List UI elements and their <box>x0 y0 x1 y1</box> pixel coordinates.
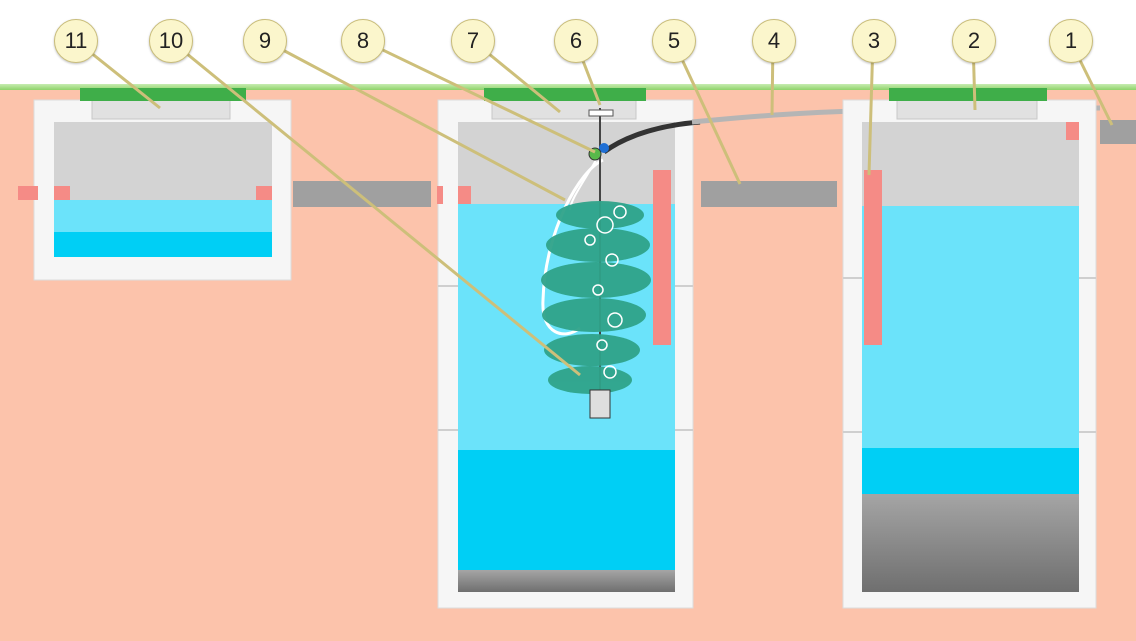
callout-6: 6 <box>554 19 598 63</box>
callout-7: 7 <box>451 19 495 63</box>
callout-10: 10 <box>149 19 193 63</box>
overflow-pipe-left <box>293 181 431 207</box>
callout-9: 9 <box>243 19 287 63</box>
lid-right <box>889 88 1047 101</box>
callout-4: 4 <box>752 19 796 63</box>
callout-11: 11 <box>54 19 98 63</box>
aerator-head <box>589 389 611 419</box>
tank-left <box>18 88 292 281</box>
callout-8: 8 <box>341 19 385 63</box>
aerator-plume <box>541 201 651 394</box>
callout-2: 2 <box>952 19 996 63</box>
callout-5: 5 <box>652 19 696 63</box>
lid-left <box>80 88 246 101</box>
grass-strip <box>0 84 1136 90</box>
baffle-middle <box>653 170 671 345</box>
inlet-pipe <box>1100 120 1136 144</box>
tank-right <box>842 88 1097 609</box>
overflow-pipe-right <box>701 181 837 207</box>
lid-middle <box>484 88 646 101</box>
tank-middle <box>437 88 701 609</box>
baffle-right <box>864 170 882 345</box>
callout-1: 1 <box>1049 19 1093 63</box>
callout-3: 3 <box>852 19 896 63</box>
